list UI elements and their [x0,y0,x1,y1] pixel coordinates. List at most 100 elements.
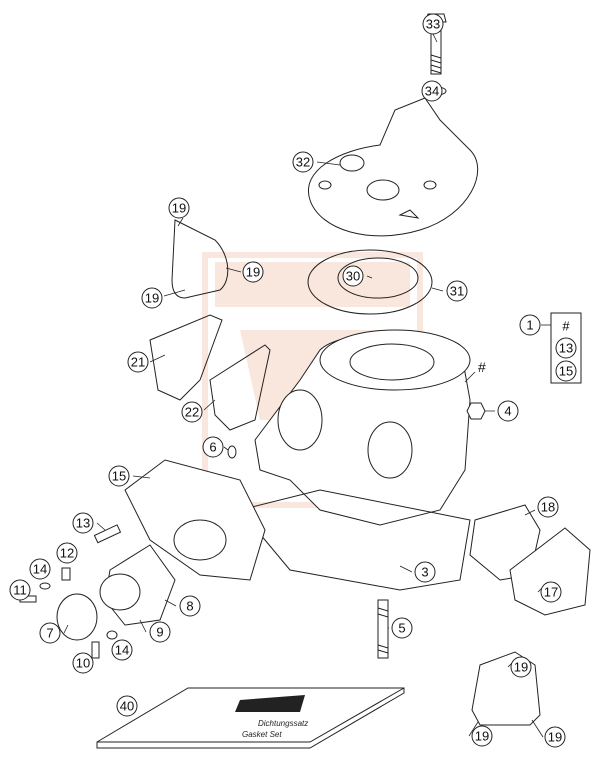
callout-13: 13 [72,512,94,534]
callout-circle [9,579,31,601]
callout-number: 19 [514,660,528,675]
screw-13 [93,524,122,544]
exhaust-flange [124,459,266,581]
callout-circle [242,261,264,283]
callout-number: 13 [76,516,90,531]
callout-number: 19 [145,291,159,306]
callout-number: 22 [185,405,199,420]
callout-number: 40 [120,699,134,714]
nut [466,402,486,420]
callout-19: 19 [510,656,532,678]
callout-circle [127,351,149,373]
callout-4: 4 [497,400,519,422]
callout-6: 6 [202,436,224,458]
cylinder-head [307,97,479,237]
callout-7: 7 [39,622,61,644]
o-ring-inner [337,257,419,299]
callout-5: 5 [391,617,413,639]
washer-14b [106,630,118,640]
callout-19: 19 [471,725,493,747]
callout-15: 15 [108,465,130,487]
callout-18: 18 [537,496,559,518]
callout-circle [179,595,201,617]
callout-33: 33 [422,13,444,35]
callout-circle [414,561,436,583]
callout-40: 40 [116,695,138,717]
screw-10 [91,641,100,659]
callout-17: 17 [540,581,562,603]
callout-14: 14 [29,558,51,580]
callout-number: 14 [33,562,47,577]
callout-circle [181,401,203,423]
o-ring-small [227,445,237,459]
callout-circle [141,287,163,309]
callout-circle [537,496,559,518]
callout-circle [342,265,364,287]
callout-circle [471,725,493,747]
callout-circle [391,617,413,639]
callout-number: 4 [504,404,511,419]
callout-31: 31 [446,280,468,302]
callout-number: 5 [398,621,405,636]
callout-circle [497,400,519,422]
cylinder [254,329,471,526]
gasket-22 [209,344,271,431]
callout-number: 14 [115,643,129,658]
callout-number: 3 [421,565,428,580]
stud [377,599,389,659]
washer-14 [39,582,51,590]
callout-circle [422,13,444,35]
legend-item: # [562,319,570,334]
callout-number: 17 [544,585,558,600]
clip-12 [61,567,71,581]
booklet-title: Dichtungssatz [258,719,308,728]
booklet-subtitle: Gasket Set [242,730,282,739]
callout-number: 12 [60,546,74,561]
callout-circle [292,151,314,173]
callout-19: 19 [168,197,190,219]
callout-9: 9 [149,621,171,643]
callout-number: 19 [548,730,562,745]
callout-22: 22 [181,401,203,423]
callout-number: 19 [172,201,186,216]
callout-30: 30 [342,265,364,287]
callout-number: 10 [76,656,90,671]
callout-circle [29,558,51,580]
callout-number: 30 [346,269,360,284]
callout-8: 8 [179,595,201,617]
callout-21: 21 [127,351,149,373]
gasket-set-booklet: Dichtungssatz Gasket Set [96,687,405,749]
callout-number: 8 [186,599,193,614]
callout-circle [202,436,224,458]
callout-circle [168,197,190,219]
callout-circle [116,695,138,717]
callout-number: 7 [46,626,53,641]
legend-ref: 1 [526,318,533,333]
callout-number: 11 [13,583,27,598]
callout-number: 33 [426,17,440,32]
callout-14: 14 [111,639,133,661]
callout-number: 6 [209,440,216,455]
callout-19: 19 [141,287,163,309]
callout-number: 31 [450,284,464,299]
callout-number: 34 [425,84,439,99]
callout-number: 15 [112,469,126,484]
cylinder-mark: # [478,359,486,375]
callout-circle [39,622,61,644]
callout-number: 18 [541,500,555,515]
cover-gasket [171,219,229,299]
o-ring-outer [307,249,433,315]
callout-number: 19 [246,265,260,280]
callout-circle [72,652,94,674]
callout-11: 11 [9,579,31,601]
cover-17 [509,527,591,616]
callout-10: 10 [72,652,94,674]
callout-circle [108,465,130,487]
callout-number: 21 [131,355,145,370]
o-ring-7 [56,593,98,641]
callout-34: 34 [421,80,443,102]
legend-item: 13 [559,341,573,356]
callout-32: 32 [292,151,314,173]
